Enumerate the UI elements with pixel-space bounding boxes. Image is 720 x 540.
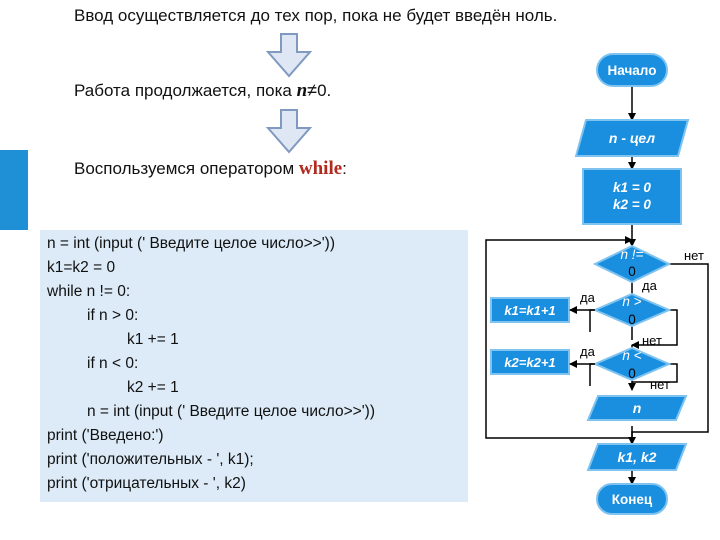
input-n-again-label: n <box>633 400 642 416</box>
code-line: k1 += 1 <box>127 331 179 348</box>
start-label: Начало <box>608 63 657 78</box>
output-block <box>586 443 688 471</box>
condition-label: 0 <box>628 366 636 381</box>
branch-no-label: нет <box>642 333 662 348</box>
flowchart: Начало n - цел k1 = 0 k2 = 0 n != 0 нет … <box>485 53 709 515</box>
branch-no-label: нет <box>684 248 704 263</box>
not-equal-sign: ≠ <box>307 80 318 100</box>
condition-n-positive <box>592 292 672 328</box>
condition-n-negative <box>592 346 672 382</box>
flowchart-connectors <box>485 86 709 485</box>
output-label: k1, k2 <box>618 449 657 465</box>
keyword-while: while <box>298 158 343 179</box>
increment-k2-label: k2=k2+1 <box>504 355 555 370</box>
code-line: if n > 0: <box>87 307 139 324</box>
branch-yes-label: да <box>580 290 596 305</box>
code-line: k1=k2 = 0 <box>47 259 116 276</box>
left-strip-top <box>0 0 28 150</box>
statement-use-while: Воспользуемся оператором while: <box>74 158 347 180</box>
end-label: Конец <box>612 492 653 507</box>
condition-label: 0 <box>628 312 636 327</box>
code-line: k2 += 1 <box>127 379 179 396</box>
init-counters-block <box>582 168 682 225</box>
code-line: if n < 0: <box>87 355 139 372</box>
statement-input-until-zero: Ввод осуществляется до тех пор, пока не … <box>74 6 558 25</box>
code-line: n = int (input (' Введите целое число>>'… <box>47 235 335 252</box>
end-terminal <box>596 483 668 515</box>
down-arrow-icon <box>265 109 313 154</box>
code-line: n = int (input (' Введите целое число>>'… <box>87 403 375 420</box>
branch-no-label: нет <box>650 377 670 392</box>
statement-suffix: : <box>342 159 347 178</box>
branch-yes-label: да <box>642 278 658 293</box>
left-strip-bottom <box>0 230 28 540</box>
condition-n-not-zero <box>592 244 672 284</box>
code-listing: n = int (input (' Введите целое число>>'… <box>40 230 468 502</box>
left-accent-strip <box>0 0 28 540</box>
condition-label: n < <box>622 348 641 363</box>
input-n-again-block <box>586 395 688 421</box>
increment-k1-block <box>490 297 570 323</box>
code-line: print ('Введено:') <box>47 427 164 444</box>
init-k2-label: k2 = 0 <box>613 197 651 212</box>
condition-label: n > <box>622 294 641 309</box>
code-line: print ('положительных - ', k1); <box>47 451 254 468</box>
input-n-label: n - цел <box>609 130 655 146</box>
code-line: while n != 0: <box>47 283 131 300</box>
increment-k1-label: k1=k1+1 <box>504 303 555 318</box>
input-n-block <box>574 119 690 157</box>
left-strip-accent <box>0 150 28 230</box>
statement-prefix: Работа продолжается, пока <box>74 81 297 100</box>
condition-label: 0 <box>628 264 636 279</box>
statement-prefix: Воспользуемся оператором <box>74 159 299 178</box>
init-k1-label: k1 = 0 <box>613 180 651 195</box>
math-variable-n: n <box>296 80 308 101</box>
start-terminal <box>596 53 668 87</box>
condition-label: n != <box>621 247 644 262</box>
statement-work-continues: Работа продолжается, пока n≠0. <box>74 80 331 102</box>
down-arrow-icon <box>265 33 313 78</box>
code-line: print ('отрицательных - ', k2) <box>47 475 246 492</box>
statement-suffix: 0. <box>317 81 332 100</box>
branch-yes-label: да <box>580 344 596 359</box>
